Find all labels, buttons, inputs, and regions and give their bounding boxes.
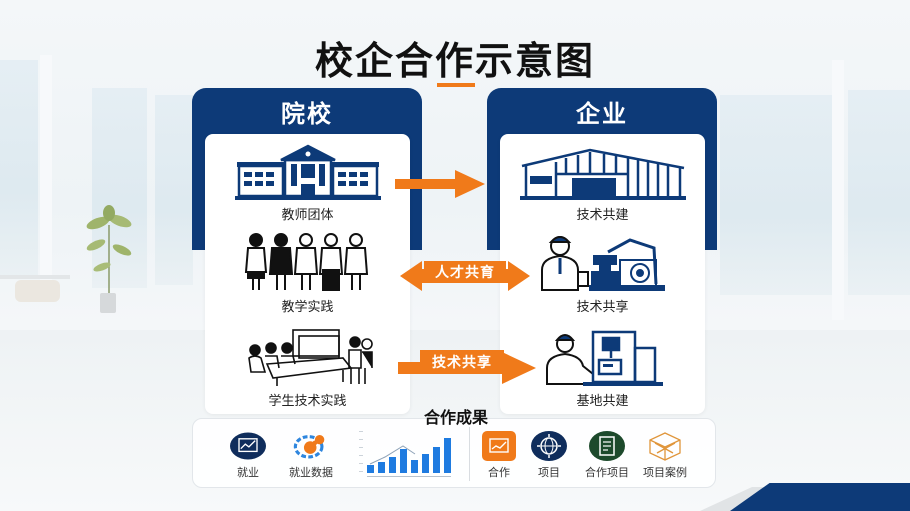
page-title: 校企合作示意图 xyxy=(314,39,595,83)
result-label: 合作 xyxy=(488,466,510,479)
result-item-employment-data: 就业数据 xyxy=(281,431,341,480)
document-icon xyxy=(589,431,625,461)
globe-gear-icon xyxy=(531,431,567,461)
result-item-cooperation: 合作 xyxy=(477,431,521,480)
result-bar-chart xyxy=(355,427,459,485)
desk xyxy=(0,275,70,279)
cube-case-icon xyxy=(649,432,681,461)
result-label: 项目 xyxy=(538,466,560,479)
factory-building-icon xyxy=(519,148,686,200)
item-label: 教学实践 xyxy=(281,300,334,315)
monitor-chart-icon xyxy=(230,432,266,460)
right-arrow-icon xyxy=(398,350,536,384)
window-pane xyxy=(848,90,910,295)
orange-board-icon xyxy=(482,431,516,461)
result-label: 就业 xyxy=(237,466,259,479)
ring-data-icon xyxy=(293,435,325,459)
enterprise-item-tech-share: 技术共享 xyxy=(500,234,705,315)
school-building-icon xyxy=(234,144,381,200)
result-item-coop-project: 合作项目 xyxy=(581,431,633,480)
item-label: 技术共享 xyxy=(576,300,629,315)
window-pane xyxy=(0,60,38,275)
school-item-teaching: 教学实践 xyxy=(205,232,410,315)
item-label: 技术共建 xyxy=(576,208,629,223)
result-label: 项目案例 xyxy=(643,466,687,479)
result-label: 合作项目 xyxy=(585,466,629,479)
window-pane xyxy=(720,95,840,295)
window-mullion xyxy=(832,60,844,320)
item-label: 学生技术实践 xyxy=(268,394,347,409)
enterprise-header: 企业 xyxy=(576,99,628,128)
plant-icon xyxy=(86,205,132,295)
chair xyxy=(15,280,60,302)
result-label: 就业数据 xyxy=(289,466,333,479)
connector-label-tech: 技术共享 xyxy=(432,355,492,371)
window-pane xyxy=(92,88,147,288)
result-item-employment: 就业 xyxy=(223,431,273,480)
window-pane xyxy=(155,95,193,285)
engineer-cnc-machine-icon xyxy=(545,330,663,386)
enterprise-card: 技术共建 技术共享 xyxy=(500,134,705,414)
school-card: 教师团体 教学实践 xyxy=(205,134,410,414)
result-item-project-case: 项目案例 xyxy=(637,431,693,480)
results-title: 合作成果 xyxy=(423,408,488,427)
item-label: 教师团体 xyxy=(281,208,334,223)
results-panel: 就业 就业数据 xyxy=(192,418,716,488)
connector-label-talent: 人才共育 xyxy=(435,265,495,281)
title-underline xyxy=(437,83,475,87)
result-item-project: 项目 xyxy=(527,431,571,480)
bar-chart-icon xyxy=(359,431,451,477)
school-item-teachers: 教师团体 xyxy=(205,142,410,223)
school-header: 院校 xyxy=(281,99,333,128)
double-arrow-icon xyxy=(400,261,530,291)
school-item-students: 学生技术实践 xyxy=(205,328,410,409)
right-arrow-icon xyxy=(395,170,485,198)
plant-pot xyxy=(100,293,116,313)
enterprise-item-tech-build: 技术共建 xyxy=(500,144,705,223)
results-divider xyxy=(469,427,470,481)
students-practice-icon xyxy=(247,329,373,386)
window-mullion xyxy=(40,55,52,285)
enterprise-item-base-build: 基地共建 xyxy=(500,330,705,409)
engineer-robot-arm-icon xyxy=(540,236,665,291)
teachers-group-icon xyxy=(244,233,368,291)
item-label: 基地共建 xyxy=(576,394,629,409)
